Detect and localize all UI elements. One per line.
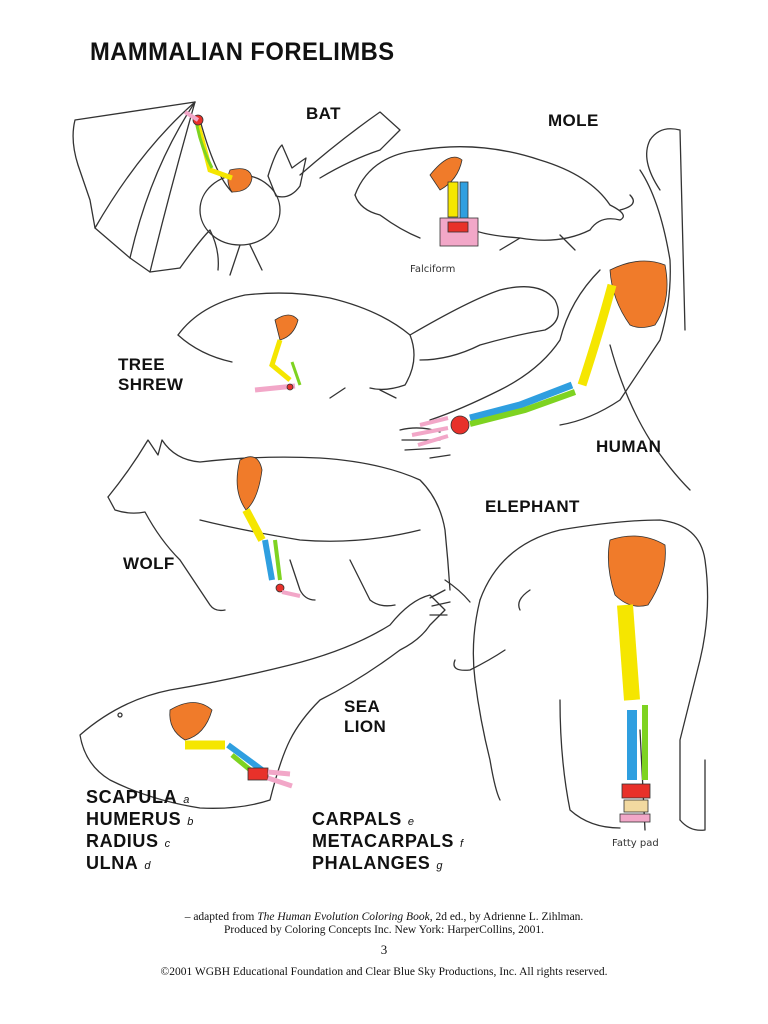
wolf-drawing <box>107 439 471 612</box>
page-title: MAMMALIAN FORELIMBS <box>90 38 395 66</box>
bat-drawing <box>72 101 401 276</box>
page-number: 3 <box>380 942 388 957</box>
human-drawing <box>399 128 691 491</box>
sea-lion-drawing <box>79 589 451 809</box>
mole-label: MOLE <box>548 111 599 130</box>
elephant-label: ELEPHANT <box>485 497 580 516</box>
source-credit: – adapted from The Human Evolution Color… <box>184 911 584 923</box>
sea-lion-label-line1: SEA <box>344 697 381 716</box>
tree-shrew-drawing <box>177 286 559 399</box>
wolf-label: WOLF <box>123 554 175 573</box>
fatty-pad-annotation: Fatty pad <box>612 838 659 849</box>
mole-drawing <box>354 146 634 251</box>
copyright-notice: ©2001 WGBH Educational Foundation and Cl… <box>160 966 608 978</box>
tree-shrew-label-line1: TREE <box>118 355 165 374</box>
elephant-drawing <box>453 519 709 831</box>
publisher-line: Produced by Coloring Concepts Inc. New Y… <box>223 924 545 936</box>
tree-shrew-label-line2: SHREW <box>118 375 184 394</box>
sea-lion-label-line2: LION <box>344 717 387 736</box>
human-label: HUMAN <box>596 437 662 456</box>
bat-label: BAT <box>306 104 341 123</box>
falciform-annotation: Falciform <box>410 264 456 275</box>
